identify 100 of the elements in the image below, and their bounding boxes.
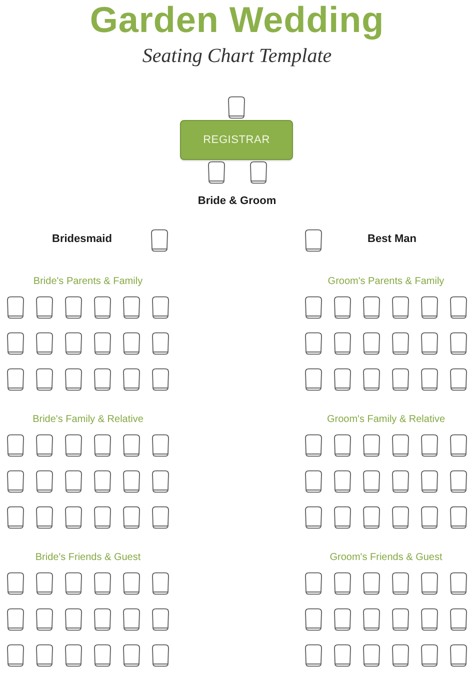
chair-icon xyxy=(5,572,26,595)
chair-icon xyxy=(390,368,411,391)
section-heading: Bride's Family & Relative xyxy=(32,414,144,426)
chair-icon xyxy=(63,470,84,493)
chair-icon xyxy=(390,572,411,595)
chair-icon xyxy=(248,161,269,184)
chair-icon xyxy=(5,332,26,355)
seat-label: Bride & Groom xyxy=(198,194,276,208)
chair-icon xyxy=(361,332,382,355)
chair-icon xyxy=(448,332,469,355)
chair-icon xyxy=(303,434,324,457)
chair-icon xyxy=(448,644,469,667)
chair-icon xyxy=(150,506,171,529)
chair-icon xyxy=(34,368,55,391)
registrar-table: REGISTRAR xyxy=(180,120,293,160)
chair-icon xyxy=(419,572,440,595)
chair-icon xyxy=(92,506,113,529)
chair-icon xyxy=(419,332,440,355)
chair-icon xyxy=(332,434,353,457)
chair-icon xyxy=(390,332,411,355)
chair-icon xyxy=(121,296,142,319)
chair-icon xyxy=(303,368,324,391)
chair-icon xyxy=(121,572,142,595)
chair-icon xyxy=(448,434,469,457)
chair-icon xyxy=(361,296,382,319)
chair-icon xyxy=(5,470,26,493)
chair-icon xyxy=(303,644,324,667)
chair-icon xyxy=(5,368,26,391)
chair-icon xyxy=(419,470,440,493)
chair-icon xyxy=(5,506,26,529)
chair-icon xyxy=(332,644,353,667)
chair-icon xyxy=(332,368,353,391)
chair-icon xyxy=(303,296,324,319)
chair-icon xyxy=(63,296,84,319)
chair-icon xyxy=(303,572,324,595)
chair-icon xyxy=(361,368,382,391)
chair-icon xyxy=(448,368,469,391)
chair-icon xyxy=(361,644,382,667)
chair-icon xyxy=(63,434,84,457)
chair-icon xyxy=(332,470,353,493)
chair-icon xyxy=(121,506,142,529)
chair-icon xyxy=(361,434,382,457)
title: Garden Wedding xyxy=(90,1,384,39)
chair-icon xyxy=(34,332,55,355)
chair-icon xyxy=(361,608,382,631)
section-heading: Bride's Parents & Family xyxy=(33,276,143,288)
chair-icon xyxy=(303,470,324,493)
chair-icon xyxy=(150,368,171,391)
chair-icon xyxy=(5,608,26,631)
chair-icon xyxy=(419,608,440,631)
chair-icon xyxy=(448,608,469,631)
chair-icon xyxy=(332,506,353,529)
chair-icon xyxy=(361,506,382,529)
subtitle: Seating Chart Template xyxy=(142,44,332,69)
chair-icon xyxy=(448,506,469,529)
chair-icon xyxy=(92,368,113,391)
chair-icon xyxy=(34,296,55,319)
chair-icon xyxy=(34,644,55,667)
chair-icon xyxy=(92,572,113,595)
chair-icon xyxy=(121,332,142,355)
chair-icon xyxy=(5,644,26,667)
chair-icon xyxy=(34,572,55,595)
chair-icon xyxy=(332,296,353,319)
chair-icon xyxy=(150,296,171,319)
chair-icon xyxy=(92,332,113,355)
chair-icon xyxy=(303,229,324,252)
chair-icon xyxy=(448,296,469,319)
chair-icon xyxy=(63,572,84,595)
chair-icon xyxy=(150,470,171,493)
section-heading: Bride's Friends & Guest xyxy=(35,552,141,564)
chair-icon xyxy=(121,368,142,391)
chair-icon xyxy=(419,644,440,667)
chair-icon xyxy=(390,506,411,529)
chair-icon xyxy=(303,506,324,529)
chair-icon xyxy=(63,644,84,667)
chair-icon xyxy=(419,368,440,391)
chair-icon xyxy=(121,470,142,493)
chair-icon xyxy=(419,296,440,319)
chair-icon xyxy=(63,608,84,631)
chair-icon xyxy=(34,608,55,631)
chair-icon xyxy=(448,470,469,493)
chair-icon xyxy=(150,434,171,457)
chair-icon xyxy=(149,229,170,252)
chair-icon xyxy=(121,434,142,457)
chair-icon xyxy=(150,608,171,631)
seat-label: Bridesmaid xyxy=(52,232,112,246)
chair-icon xyxy=(361,572,382,595)
chair-icon xyxy=(303,332,324,355)
chair-icon xyxy=(34,434,55,457)
chair-icon xyxy=(92,608,113,631)
chair-icon xyxy=(390,608,411,631)
chair-icon xyxy=(63,506,84,529)
chair-icon xyxy=(390,434,411,457)
chair-icon xyxy=(390,296,411,319)
chair-icon xyxy=(92,470,113,493)
chair-icon xyxy=(332,332,353,355)
chair-icon xyxy=(226,96,247,119)
seat-label: Best Man xyxy=(368,232,416,246)
chair-icon xyxy=(150,644,171,667)
chair-icon xyxy=(121,608,142,631)
